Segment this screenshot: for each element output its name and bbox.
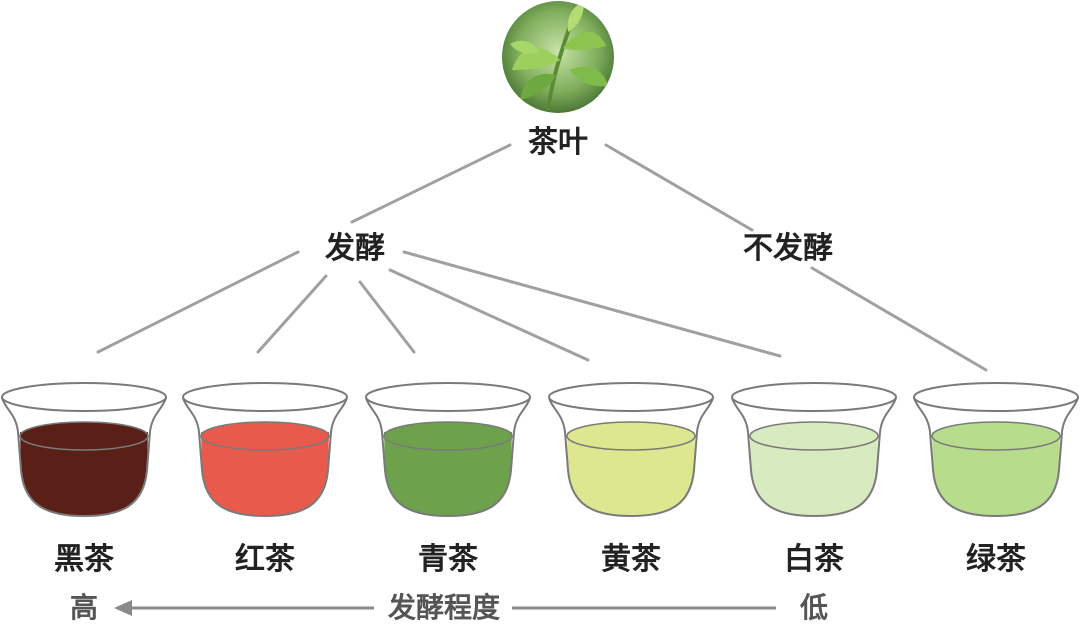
tea-cup-green	[913, 382, 1079, 518]
tea-surface-red	[200, 421, 330, 451]
branch-label-fermented: 发酵	[325, 231, 385, 266]
tea-liquid-white	[750, 432, 878, 516]
scale-title: 发酵程度	[387, 591, 501, 624]
tea-liquid-yellow	[567, 432, 695, 516]
tea-surface-green	[931, 421, 1061, 451]
line-fermented-white	[402, 250, 782, 358]
tea-cup-oolong	[365, 382, 531, 518]
tea-cups	[1, 382, 1079, 518]
line-root-unfermented	[604, 143, 754, 232]
tea-label-oolong: 青茶	[418, 542, 478, 577]
line-root-fermented	[350, 143, 512, 224]
cup-body-yellow	[548, 397, 714, 518]
tea-cup-white	[731, 382, 897, 518]
fermentation-scale-arrow	[114, 600, 776, 616]
scale-low-label: 低	[799, 591, 829, 624]
tea-surface-black	[19, 421, 149, 451]
tea-cup-red	[182, 382, 348, 518]
cup-rim-green	[913, 382, 1079, 412]
tea-liquid-green	[932, 432, 1060, 516]
cup-rim-black	[1, 382, 167, 412]
line-fermented-red	[256, 274, 328, 354]
line-fermented-black	[96, 250, 300, 354]
tea-label-black: 黑茶	[54, 542, 114, 577]
cup-rim-red	[182, 382, 348, 412]
cup-body-black	[1, 397, 167, 518]
tea-cup-black	[1, 382, 167, 518]
cup-rim-white	[731, 382, 897, 412]
root-label: 茶叶	[528, 125, 588, 160]
tea-label-yellow: 黄茶	[601, 542, 661, 577]
tea-liquid-oolong	[384, 432, 512, 516]
cup-rim-oolong	[365, 382, 531, 412]
tea-liquid-black	[20, 432, 148, 516]
line-fermented-yellow	[388, 268, 590, 362]
tea-label-green: 绿茶	[966, 542, 1026, 577]
tea-leaf-photo	[502, 1, 614, 113]
cup-body-white	[731, 397, 897, 518]
branch-label-unfermented: 不发酵	[743, 231, 833, 266]
cup-body-green	[913, 397, 1079, 518]
connector-lines	[96, 143, 988, 372]
line-unfermented-greentea	[810, 266, 988, 372]
tea-surface-white	[749, 421, 879, 451]
line-fermented-green-oolong	[358, 280, 416, 354]
tea-liquid-red	[201, 432, 329, 516]
tea-surface-yellow	[566, 421, 696, 451]
cup-body-oolong	[365, 397, 531, 518]
tea-cup-yellow	[548, 382, 714, 518]
arrow-head	[114, 600, 132, 616]
cup-body-red	[182, 397, 348, 518]
scale-high-label: 高	[69, 591, 99, 624]
tea-label-red: 红茶	[235, 542, 295, 577]
cup-rim-yellow	[548, 382, 714, 412]
tea-surface-oolong	[383, 421, 513, 451]
tea-label-white: 白茶	[784, 542, 844, 577]
